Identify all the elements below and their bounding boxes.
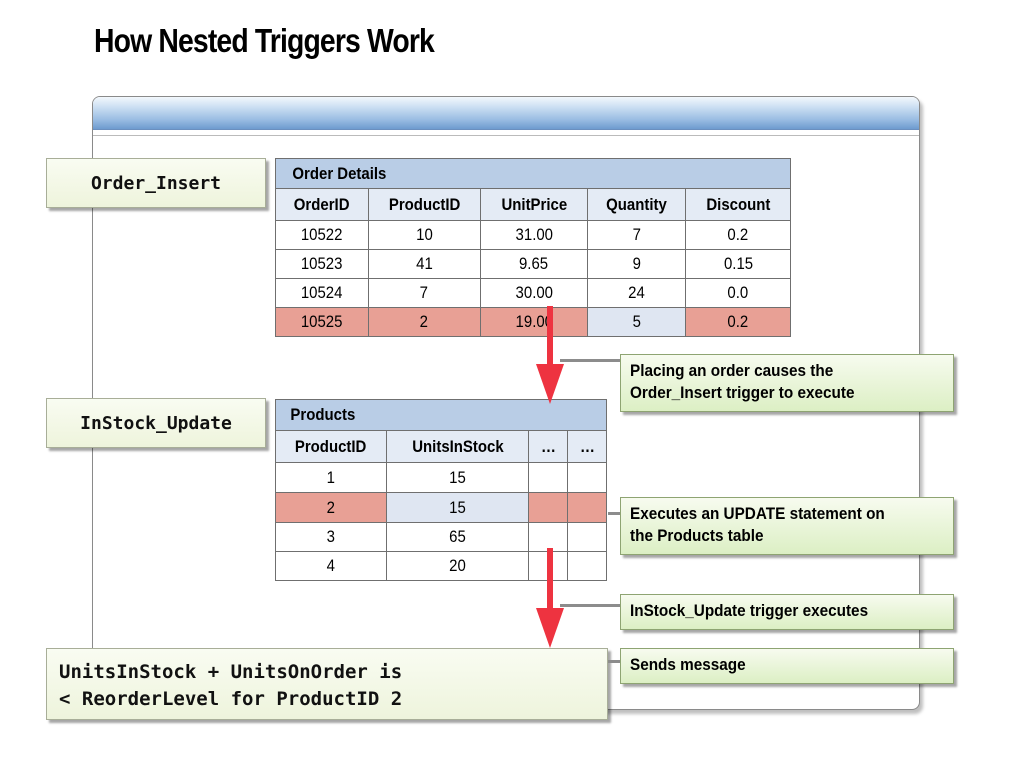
table-row: 3 65 <box>275 522 607 552</box>
table-row: 1 15 <box>275 462 607 493</box>
table-cell: 2 <box>275 492 387 523</box>
order-details-caption-row: Order Details <box>275 158 791 189</box>
table-cell: 10522 <box>275 220 369 250</box>
table-cell: 7 <box>587 220 687 250</box>
table-row: 4 20 <box>275 551 607 581</box>
table-cell: 10 <box>367 220 481 250</box>
down-arrow-icon <box>536 306 564 404</box>
col-header: UnitsInStock <box>386 430 529 463</box>
arrow-head <box>536 608 564 648</box>
instock-update-label: InStock_Update <box>46 398 266 448</box>
message-line-1: UnitsInStock + UnitsOnOrder is <box>59 661 403 683</box>
col-header: … <box>567 430 607 463</box>
arrow-shaft <box>547 306 553 366</box>
down-arrow-icon <box>536 548 564 648</box>
reorder-message-box: UnitsInStock + UnitsOnOrder is < Reorder… <box>46 648 608 720</box>
table-cell: 0.15 <box>685 249 791 279</box>
products-caption: Products <box>275 399 607 431</box>
table-cell <box>567 492 607 523</box>
order-details-table: Order Details OrderID ProductID UnitPric… <box>275 158 791 337</box>
order-insert-label: Order_Insert <box>46 158 266 208</box>
note-line: Sends message <box>630 655 746 674</box>
table-cell <box>567 522 607 552</box>
page-title: How Nested Triggers Work <box>94 22 435 59</box>
col-header: UnitPrice <box>479 188 589 221</box>
table-cell: 4 <box>275 551 387 581</box>
connector-line <box>560 604 620 607</box>
instock-executes-note: InStock_Update trigger executes <box>620 594 954 630</box>
table-row: 10524 7 30.00 24 0.0 <box>275 278 791 308</box>
note-line: the Products table <box>630 526 764 545</box>
arrow-head <box>536 364 564 404</box>
table-cell: 41 <box>367 249 481 279</box>
col-header: Quantity <box>587 188 687 221</box>
col-header: OrderID <box>275 188 369 221</box>
note-line: InStock_Update trigger executes <box>630 601 869 620</box>
panel-divider <box>93 135 919 136</box>
note-line: Order_Insert trigger to execute <box>630 383 855 402</box>
col-header: ProductID <box>367 188 481 221</box>
table-cell: 10523 <box>275 249 369 279</box>
arrow-shaft <box>547 548 553 610</box>
table-cell: 10524 <box>275 278 369 308</box>
table-row: 10522 10 31.00 7 0.2 <box>275 220 791 250</box>
order-details-caption: Order Details <box>275 158 791 189</box>
products-caption-row: Products <box>275 399 607 431</box>
table-cell: 30.00 <box>479 278 589 308</box>
panel-header-bar <box>93 97 919 130</box>
table-row: 10523 41 9.65 9 0.15 <box>275 249 791 279</box>
table-cell <box>567 462 607 493</box>
update-statement-note: Executes an UPDATE statement on the Prod… <box>620 497 954 555</box>
table-cell <box>528 522 568 552</box>
table-cell: 65 <box>386 522 529 552</box>
table-cell <box>528 492 568 523</box>
col-header: ProductID <box>275 430 387 463</box>
instock-update-text: InStock_Update <box>80 412 232 434</box>
table-cell: 10525 <box>275 307 369 337</box>
table-cell: 24 <box>587 278 687 308</box>
table-cell: 31.00 <box>479 220 589 250</box>
table-cell <box>567 551 607 581</box>
products-table: Products ProductID UnitsInStock … … 1 15… <box>275 399 607 581</box>
sends-message-note: Sends message <box>620 648 954 684</box>
table-cell: 1 <box>275 462 387 493</box>
note-line: Placing an order causes the <box>630 361 834 380</box>
order-details-header-row: OrderID ProductID UnitPrice Quantity Dis… <box>275 188 791 221</box>
table-cell: 19.00 <box>479 307 589 337</box>
table-cell <box>528 462 568 493</box>
table-cell: 0.2 <box>685 220 791 250</box>
table-cell: 9.65 <box>479 249 589 279</box>
table-cell: 3 <box>275 522 387 552</box>
table-cell: 0.2 <box>685 307 791 337</box>
message-line-2: < ReorderLevel for ProductID 2 <box>59 688 403 710</box>
products-header-row: ProductID UnitsInStock … … <box>275 430 607 463</box>
table-cell: 5 <box>587 307 687 337</box>
col-header: … <box>528 430 568 463</box>
table-cell: 15 <box>386 462 529 493</box>
connector-line <box>608 512 620 515</box>
table-cell: 0.0 <box>685 278 791 308</box>
table-cell: 2 <box>367 307 481 337</box>
order-insert-text: Order_Insert <box>90 172 222 194</box>
table-cell: 9 <box>587 249 687 279</box>
table-cell: 7 <box>367 278 481 308</box>
connector-line <box>608 660 620 663</box>
col-header: Discount <box>685 188 791 221</box>
table-cell: 15 <box>386 492 529 523</box>
connector-line <box>560 359 620 362</box>
note-line: Executes an UPDATE statement on <box>630 504 885 523</box>
table-cell: 20 <box>386 551 529 581</box>
highlighted-order-row: 10525 2 19.00 5 0.2 <box>275 307 791 337</box>
placing-order-note: Placing an order causes the Order_Insert… <box>620 354 954 412</box>
highlighted-product-row: 2 15 <box>275 492 607 523</box>
